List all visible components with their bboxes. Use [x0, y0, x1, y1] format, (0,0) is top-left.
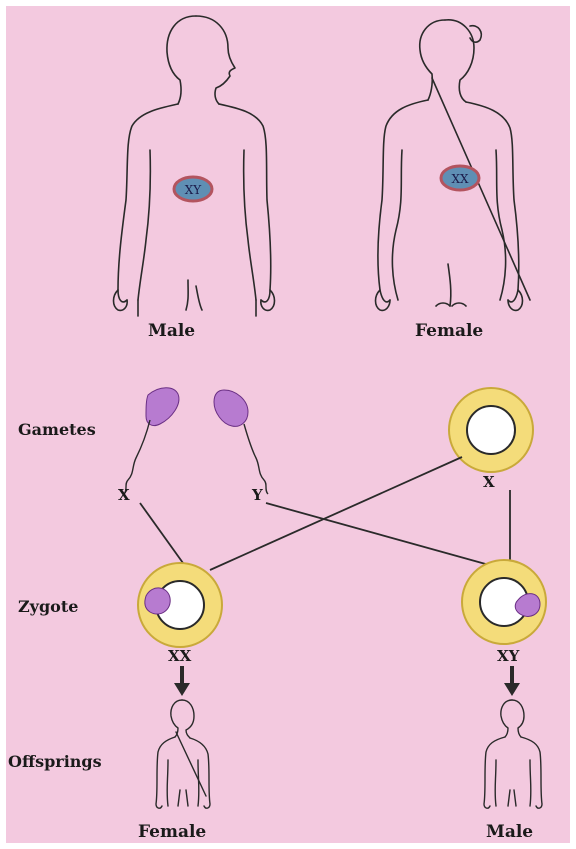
zygote-row-label: Zygote	[18, 597, 78, 616]
zygote-male-icon	[462, 560, 546, 644]
egg-x-label: X	[483, 473, 495, 491]
sperm-x-label: X	[118, 486, 130, 504]
female-parent-label: Female	[415, 321, 483, 341]
male-chromosome-text: XY	[185, 183, 203, 197]
female-chromosome-text: XX	[451, 172, 469, 186]
offspring-female-label: Female	[138, 822, 206, 842]
gametes-row-label: Gametes	[18, 420, 96, 439]
zygote-xx-label: XX	[168, 647, 191, 665]
zygote-xy-label: XY	[497, 647, 519, 665]
offspring-male-label: Male	[486, 822, 533, 842]
egg-icon	[449, 388, 533, 472]
zygote-female-icon	[138, 563, 222, 647]
male-parent-label: Male	[148, 321, 195, 341]
offsprings-row-label: Offsprings	[8, 752, 102, 771]
sperm-y-label: Y	[252, 486, 263, 504]
